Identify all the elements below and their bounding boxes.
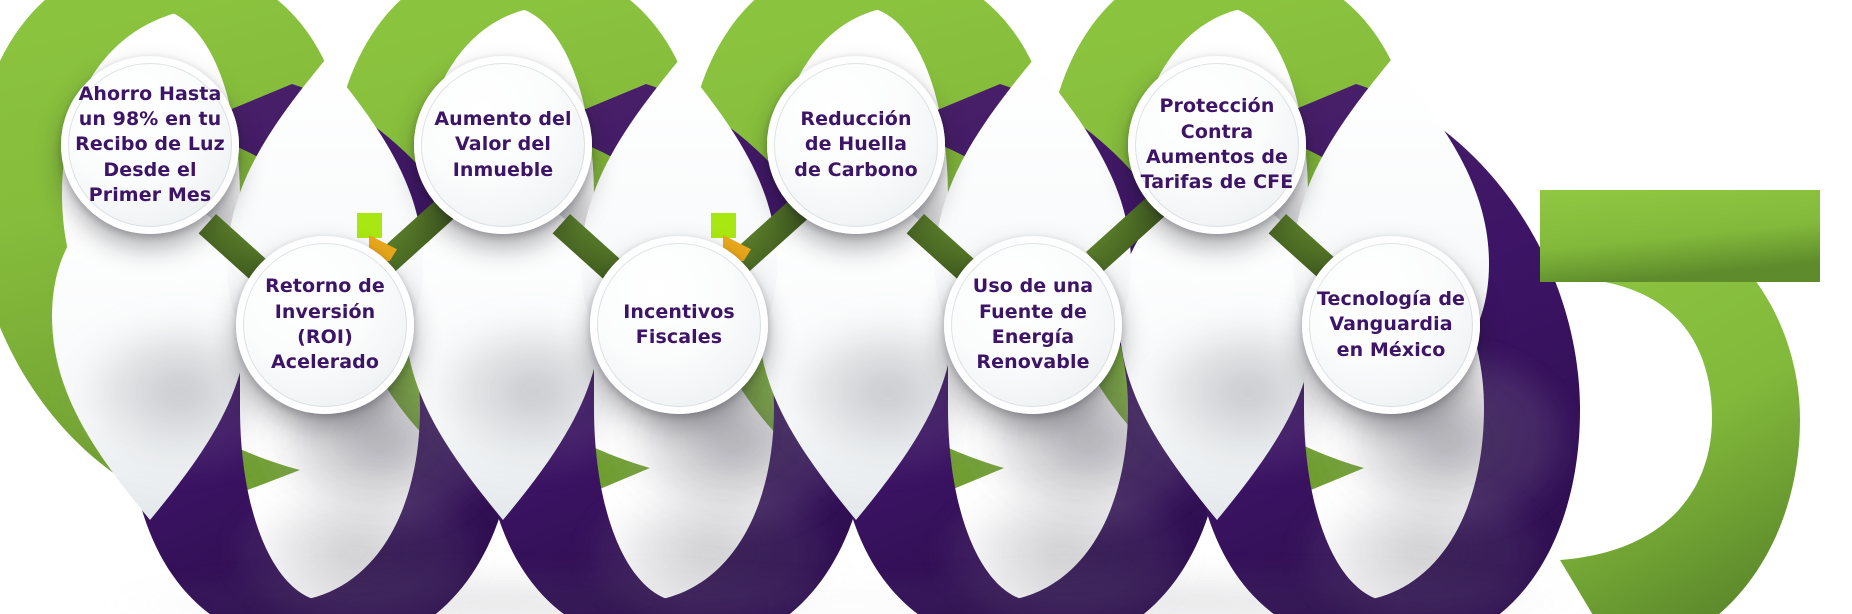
green-arc-tail [1540,190,1820,614]
benefit-circle-retorno[interactable]: Retorno de Inversión (ROI) Acelerado [236,236,414,414]
benefit-circle-ahorro[interactable]: Ahorro Hasta un 98% en tu Recibo de Luz … [61,56,239,234]
benefit-label-tecnologia: Tecnología de Vanguardia en México [1316,288,1466,361]
base-shadow [70,570,1630,614]
benefit-circle-aumento[interactable]: Aumento del Valor del Inmueble [414,56,592,234]
benefit-circle-renovable[interactable]: Uso de una Fuente de Energía Renovable [944,236,1122,414]
benefit-label-ahorro: Ahorro Hasta un 98% en tu Recibo de Luz … [75,82,225,206]
benefit-circle-tecnologia[interactable]: Tecnología de Vanguardia en México [1302,236,1480,414]
benefit-label-retorno: Retorno de Inversión (ROI) Acelerado [265,275,385,374]
benefit-label-aumento: Aumento del Valor del Inmueble [434,108,572,181]
benefit-circle-reduccion[interactable]: Reducción de Huella de Carbono [767,56,945,234]
benefit-circle-proteccion[interactable]: Protección Contra Aumentos de Tarifas de… [1128,56,1306,234]
benefit-circle-incentivos[interactable]: Incentivos Fiscales [590,236,768,414]
benefit-label-renovable: Uso de una Fuente de Energía Renovable [972,275,1094,374]
benefit-label-proteccion: Protección Contra Aumentos de Tarifas de… [1140,95,1294,194]
benefit-label-incentivos: Incentivos Fiscales [623,300,735,348]
benefit-label-reduccion: Reducción de Huella de Carbono [794,108,918,181]
accent-chip-lime-1 [357,213,382,238]
accent-chip-lime-2 [711,213,736,238]
